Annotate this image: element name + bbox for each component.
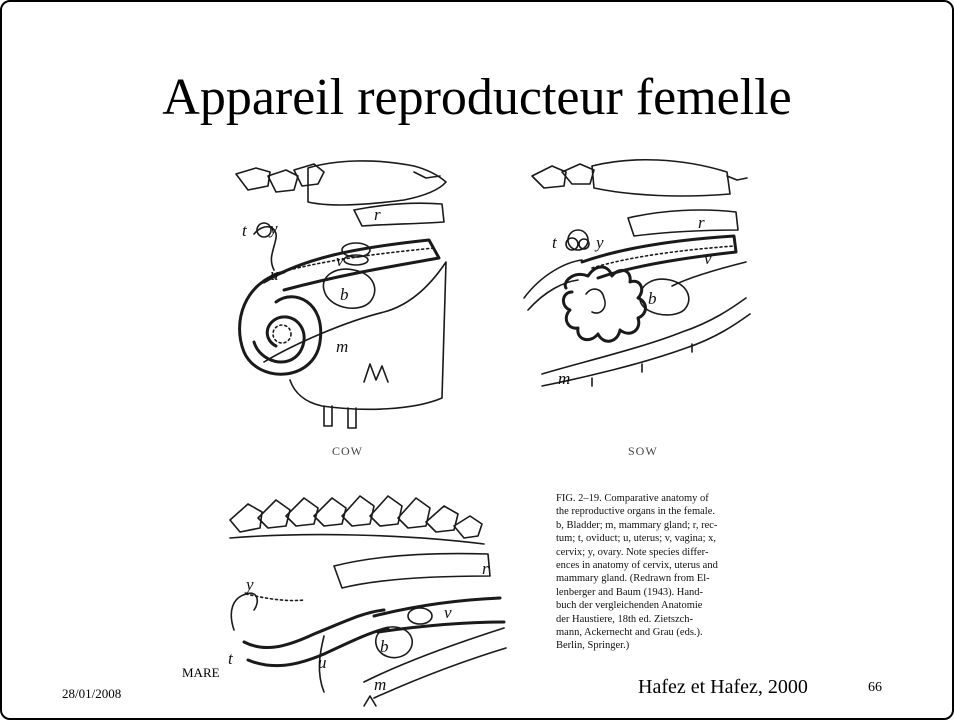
cow-label-y: y — [268, 219, 278, 238]
mare-label-r: r — [482, 559, 489, 578]
mare-label-u: u — [318, 653, 327, 672]
caption-line: FIG. 2–19. Comparative anatomy of — [556, 492, 876, 505]
slide-date: 28/01/2008 — [62, 686, 121, 702]
caption-line: cervix; y, ovary. Note species differ- — [556, 546, 876, 559]
mare-label-v: v — [444, 603, 452, 622]
cow-label-r: r — [374, 205, 381, 224]
cow-label-m: m — [336, 337, 348, 356]
cow-rectum — [354, 203, 444, 226]
caption-line: buch der vergleichenden Anatomie — [556, 599, 876, 612]
figure-caption: FIG. 2–19. Comparative anatomy of the re… — [556, 492, 876, 653]
cow-cervix — [342, 243, 370, 265]
species-label-mare: MARE — [182, 665, 220, 681]
mare-oviduct-ovary — [231, 593, 304, 630]
sow-label-y: y — [594, 233, 604, 252]
sow-uterus — [524, 260, 646, 341]
species-label-cow: COW — [332, 444, 363, 459]
mare-label-t: t — [228, 649, 234, 668]
caption-line: ences in anatomy of cervix, uterus and — [556, 559, 876, 572]
page-number: 66 — [868, 680, 882, 696]
slide-title: Appareil reproducteur femelle — [62, 68, 892, 128]
sow-label-b: b — [648, 289, 657, 308]
cow-label-t: t — [242, 221, 248, 240]
sow-label-t: t — [552, 233, 558, 252]
sow-rectum — [628, 210, 738, 236]
mare-rectum — [334, 554, 490, 589]
cow-diagram: r v t y u b m — [224, 162, 474, 432]
species-label-sow: SOW — [628, 444, 658, 459]
cow-label-v: v — [336, 251, 344, 270]
caption-line: lenberger and Baum (1943). Hand- — [556, 586, 876, 599]
sow-oviduct-ovary — [566, 230, 589, 250]
cow-label-u: u — [270, 265, 279, 284]
caption-line: tum; t, oviduct; u, uterus; v, vagina; x… — [556, 532, 876, 545]
sow-spine — [532, 160, 747, 196]
sow-diagram: r v t y b m — [522, 152, 762, 392]
mare-spine — [230, 496, 484, 544]
mare-uterus — [244, 610, 388, 692]
caption-line: mammary gland. (Redrawn from El- — [556, 572, 876, 585]
cow-uterus — [240, 272, 321, 374]
mare-label-m: m — [374, 675, 386, 694]
caption-line: b, Bladder; m, mammary gland; r, rec- — [556, 519, 876, 532]
caption-line: Berlin, Springer.) — [556, 639, 876, 652]
mare-diagram: r v y t u b m — [224, 482, 524, 718]
source-citation: Hafez et Hafez, 2000 — [638, 676, 808, 699]
sow-label-m: m — [558, 369, 570, 388]
cow-label-b: b — [340, 285, 349, 304]
caption-line: der Haustiere, 18th ed. Zietszch- — [556, 613, 876, 626]
sow-label-v: v — [704, 249, 712, 268]
sow-label-r: r — [698, 213, 705, 232]
caption-line: mann, Ackernecht and Grau (eds.). — [556, 626, 876, 639]
mare-label-b: b — [380, 637, 389, 656]
caption-line: the reproductive organs in the female. — [556, 505, 876, 518]
mare-label-y: y — [244, 575, 254, 594]
cow-spine — [236, 161, 446, 205]
